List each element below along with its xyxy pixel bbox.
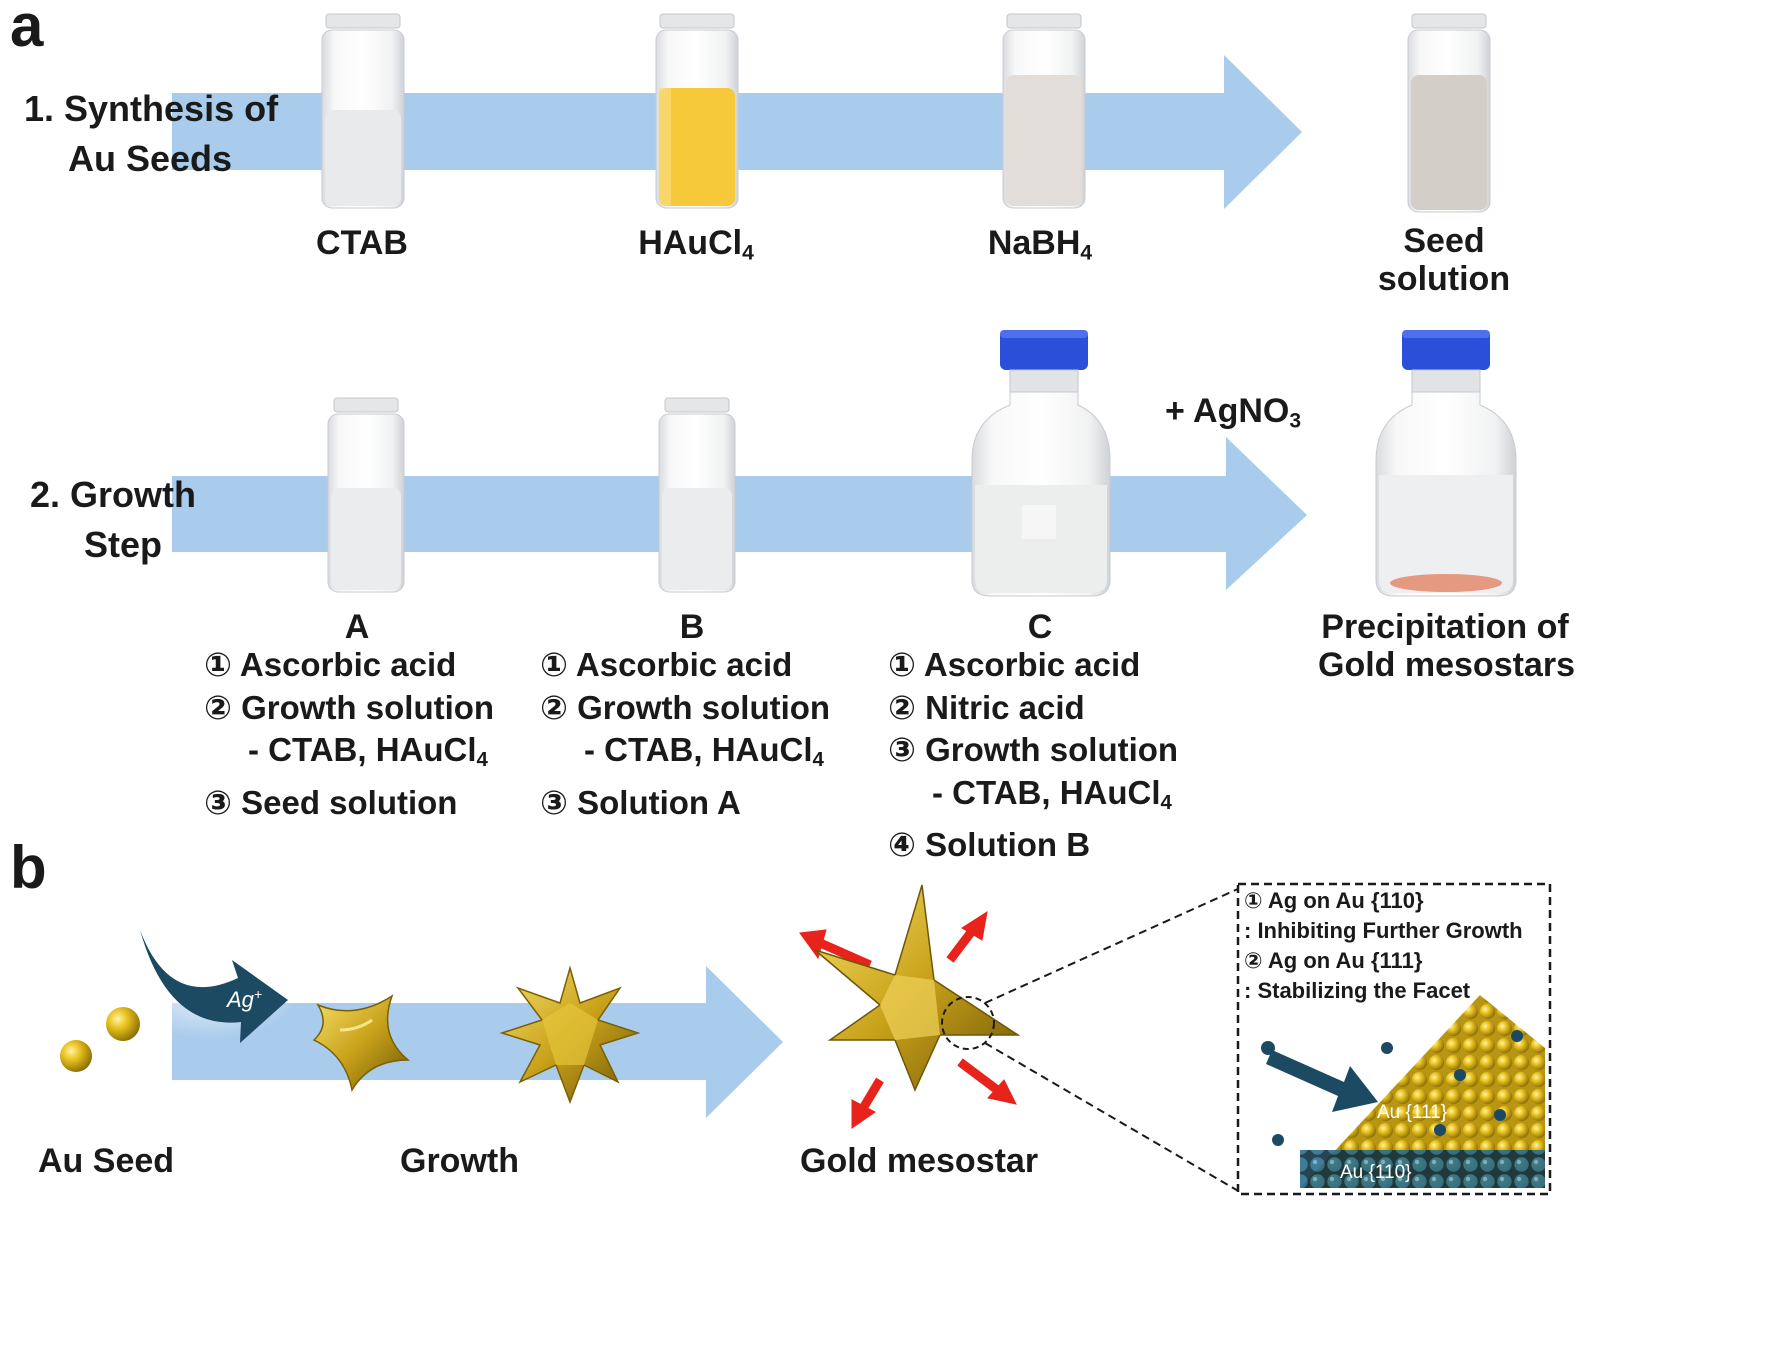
step1-title: 1. Synthesis of Au Seeds: [24, 88, 279, 179]
facet-111-label: Au {111}: [1377, 1102, 1447, 1123]
au-seed-label: Au Seed: [38, 1142, 175, 1180]
panel-label-a: a: [10, 0, 44, 59]
vial-haucl4: [655, 13, 739, 209]
bottle-label-c: C: [1027, 608, 1053, 646]
agno3-additive: + AgNO3: [1165, 392, 1302, 433]
growing-star-particle: [499, 965, 641, 1105]
vial-label-a: A: [344, 608, 370, 646]
vial-label-nabh4: NaBH4: [987, 224, 1093, 265]
facet-110-label: Au {110}: [1340, 1162, 1412, 1183]
vial-label-ctab: CTAB: [316, 224, 408, 262]
vial-b: [658, 397, 736, 593]
growth-arrow: [172, 966, 783, 1118]
bottle-precipitate: [1375, 330, 1517, 597]
recipe-b: ① Ascorbic acid ② Growth solution - CTAB…: [540, 646, 831, 821]
au-seed-particles: [60, 1007, 140, 1072]
panel-label-b: b: [10, 834, 47, 901]
vial-nabh4: [1002, 13, 1086, 209]
mesostar-particle: [799, 884, 1241, 1193]
concave-cube-particle: [312, 994, 411, 1093]
inset-notes: ① Ag on Au {110} : Inhibiting Further Gr…: [1244, 888, 1523, 1003]
step2-title: 2. Growth Step: [30, 474, 197, 565]
growth-label: Growth: [400, 1142, 519, 1180]
vial-label-haucl4: HAuCl4: [638, 224, 754, 265]
bottle-c: [971, 330, 1111, 597]
ag-ion-label: Ag+: [225, 986, 262, 1012]
vial-ctab: [321, 13, 405, 209]
inset-box: AgUPD Au {111} Au {110}: [1236, 882, 1552, 1196]
recipe-a: ① Ascorbic acid ② Growth solution - CTAB…: [204, 646, 495, 821]
vial-a: [327, 397, 405, 593]
vial-label-b: B: [679, 608, 705, 646]
vial-seed-solution: [1407, 13, 1491, 213]
ag-ion-arrow: Ag+: [115, 920, 305, 1043]
recipe-c: ① Ascorbic acid ② Nitric acid ③ Growth s…: [888, 646, 1179, 864]
gold-mesostar-label: Gold mesostar: [800, 1142, 1039, 1180]
